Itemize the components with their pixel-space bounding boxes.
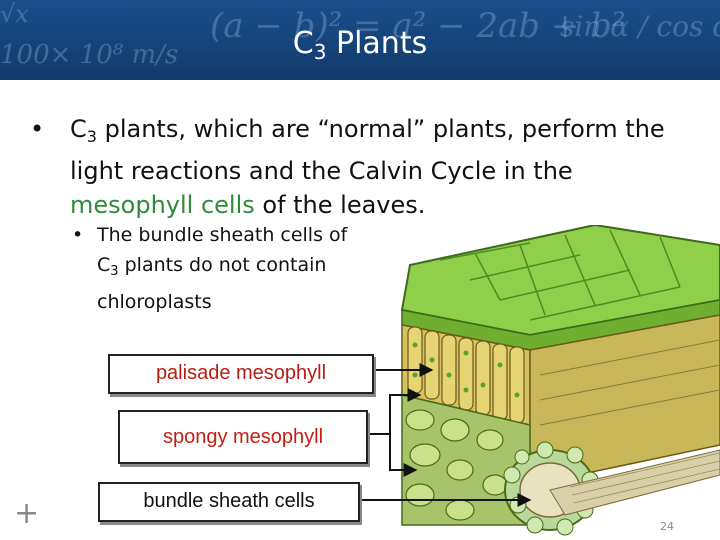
sub-bullet-part3: plants do not contain chloroplasts: [97, 254, 327, 313]
leaf-cross-section-illustration: [400, 225, 720, 536]
spongy-mesophyll-label: spongy mesophyll: [118, 410, 368, 464]
background-math-trig: sin α / cos α: [560, 10, 720, 43]
palisade-mesophyll-label: palisade mesophyll: [108, 354, 374, 394]
bullet-dot: •: [30, 115, 45, 143]
sub-bullet-part1: The bundle sheath cells of: [97, 224, 348, 246]
title-band: √x (a − b)² = a² − 2ab + b² sin α / cos …: [0, 0, 720, 80]
bundle-sheath-cells-label: bundle sheath cells: [98, 482, 360, 522]
main-bullet: • C3 plants, which are “normal” plants, …: [30, 112, 690, 222]
background-math-speed: 100× 10⁸ m/s: [0, 40, 179, 70]
title-subscript: 3: [313, 40, 327, 64]
background-math-sqrt: √x: [0, 0, 29, 28]
sub-bullet-text: The bundle sheath cells of C3 plants do …: [97, 220, 392, 317]
title-c: C: [292, 26, 314, 61]
c-subscript: 3: [86, 127, 97, 146]
sub-bullet: • The bundle sheath cells of C3 plants d…: [72, 220, 392, 317]
mesophyll-highlight: mesophyll cells: [70, 191, 255, 219]
slide-title: C3 Plants: [0, 26, 720, 64]
c-letter: C: [70, 115, 87, 143]
page-number: 24: [660, 520, 674, 533]
plus-icon: +: [14, 496, 40, 531]
sub-c-letter: C: [97, 254, 111, 276]
bullet-text-end: of the leaves.: [254, 191, 426, 219]
title-rest: Plants: [326, 26, 428, 61]
sub-c-subscript: 3: [110, 264, 119, 279]
main-bullet-text: C3 plants, which are “normal” plants, pe…: [70, 112, 690, 222]
bullet-text-part: plants, which are “normal” plants, perfo…: [70, 115, 665, 185]
background-math-formula: (a − b)² = a² − 2ab + b²: [210, 6, 626, 46]
sub-bullet-dot: •: [72, 224, 84, 246]
